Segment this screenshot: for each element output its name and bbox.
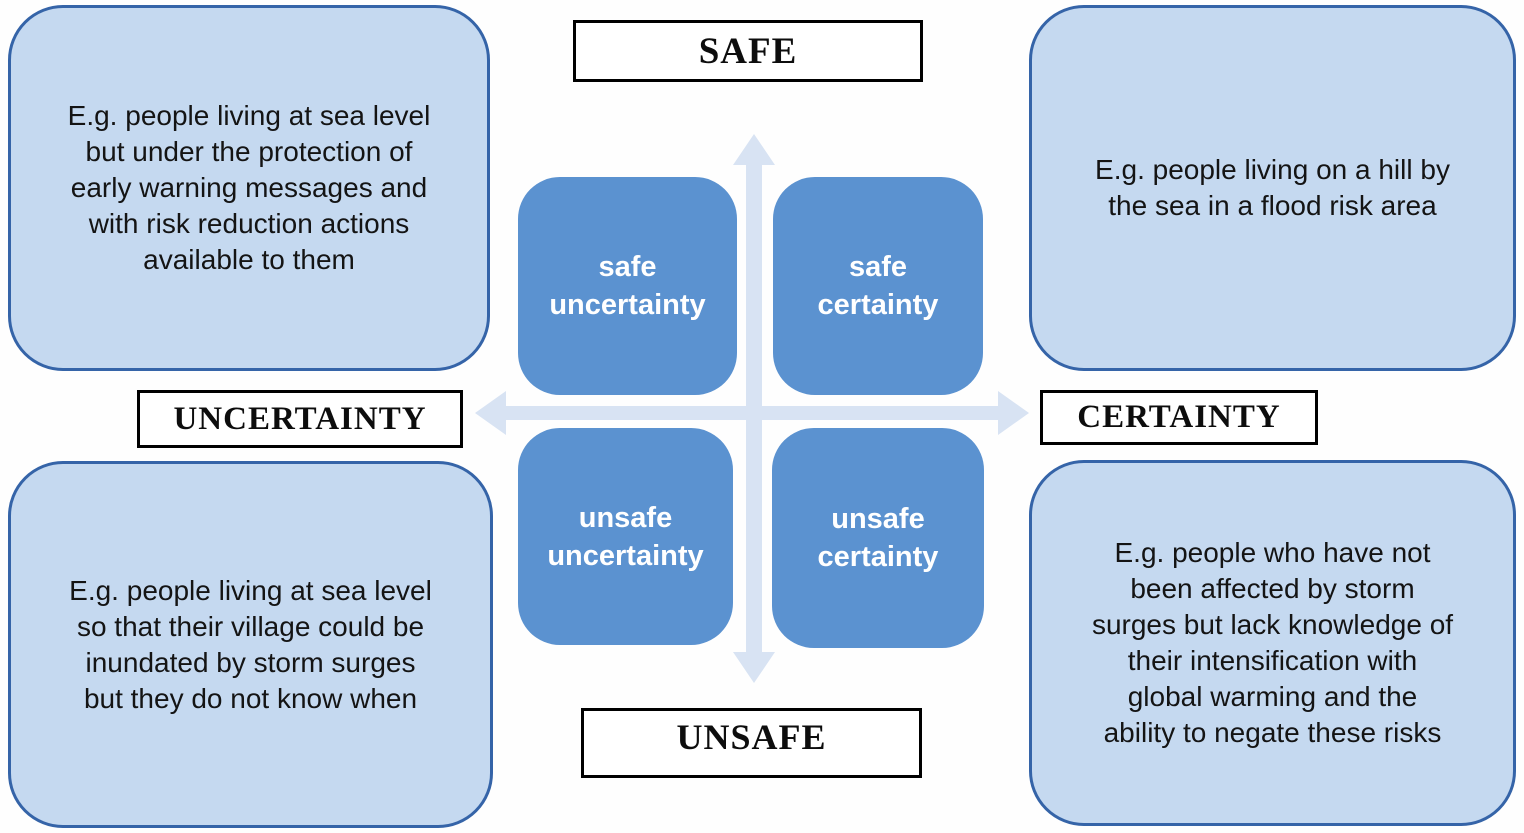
quadrant-safe-certainty-label: safe certainty: [817, 251, 939, 321]
axis-label-certainty-text: CERTAINTY: [1077, 399, 1281, 435]
vertical-axis-arrow: [733, 134, 775, 683]
quadrant-safe-uncertainty: safe uncertainty: [518, 177, 737, 395]
axis-label-uncertainty-text: UNCERTAINTY: [173, 400, 427, 437]
axis-label-unsafe-text: UNSAFE: [676, 717, 827, 757]
example-box-unsafe-uncertainty: E.g. people living at sea level so that …: [8, 461, 493, 828]
axis-label-safe-text: SAFE: [698, 30, 798, 72]
axis-label-safe: SAFE: [573, 20, 923, 82]
quadrant-unsafe-certainty: unsafe certainty: [772, 428, 984, 648]
example-text-safe-uncertainty: E.g. people living at sea level but unde…: [67, 100, 431, 275]
quadrant-unsafe-uncertainty-label: unsafe uncertainty: [547, 501, 704, 572]
quadrant-unsafe-uncertainty: unsafe uncertainty: [518, 428, 733, 645]
quadrant-unsafe-certainty-label: unsafe certainty: [817, 503, 939, 573]
example-box-safe-certainty: E.g. people living on a hill by the sea …: [1029, 5, 1516, 371]
axis-label-certainty: CERTAINTY: [1040, 390, 1318, 445]
axis-label-unsafe: UNSAFE: [581, 708, 922, 778]
quadrant-safe-certainty: safe certainty: [773, 177, 983, 395]
example-box-safe-uncertainty: E.g. people living at sea level but unde…: [8, 5, 490, 371]
example-text-unsafe-certainty: E.g. people who have not been affected b…: [1091, 537, 1454, 748]
example-box-unsafe-certainty: E.g. people who have not been affected b…: [1029, 460, 1516, 826]
quadrant-safe-uncertainty-label: safe uncertainty: [549, 251, 706, 321]
axis-label-uncertainty: UNCERTAINTY: [137, 390, 463, 448]
example-text-safe-certainty: E.g. people living on a hill by the sea …: [1095, 154, 1450, 221]
example-text-unsafe-uncertainty: E.g. people living at sea level so that …: [69, 574, 432, 714]
